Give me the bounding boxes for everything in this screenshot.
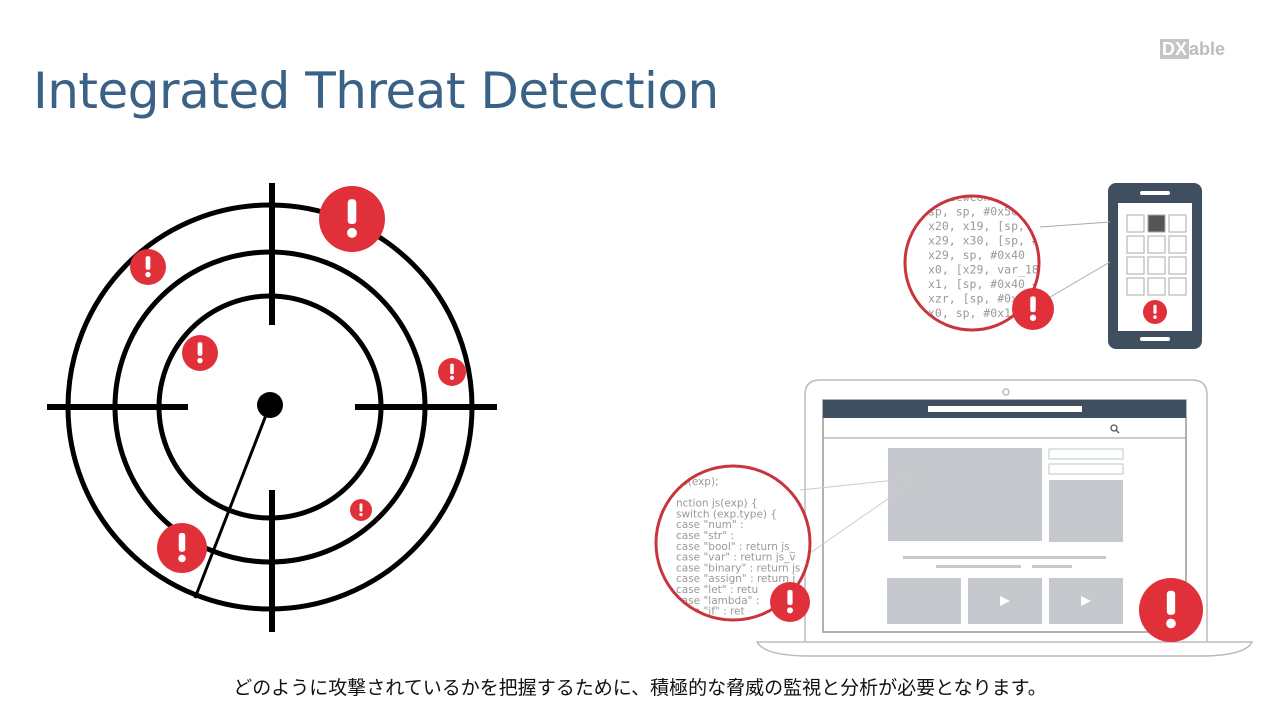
code-line: x0, sp, #0x1 (928, 306, 1011, 320)
web-code-magnifier: .js(exp);nction js(exp) {switch (exp.typ… (654, 464, 812, 622)
subtitle-caption: どのように攻撃されているかを把握するために、積極的な脅威の監視と分析が必要となり… (233, 677, 1047, 699)
page-title: Integrated Threat Detection (33, 62, 719, 120)
code-line: x1, [sp, #0x40 + (928, 277, 1039, 291)
code-line: xzr, [sp, #0x (928, 292, 1018, 306)
code-line: case "num" : (676, 519, 744, 531)
code-line: case "bool" : return js_ (676, 541, 796, 553)
code-line: x20, x19, [sp, #0 (928, 219, 1046, 233)
app-tile (1126, 277, 1145, 296)
alert-icon (1012, 288, 1054, 330)
code-line: x29, sp, #0x40 (928, 248, 1025, 262)
alert-icon (130, 249, 166, 285)
laptop-screen (799, 400, 1186, 624)
alert-icon (157, 523, 207, 573)
play-icon (1000, 596, 1010, 606)
zoom-line (1039, 221, 1111, 228)
code-line: case "binary" : return js (676, 562, 800, 574)
app-tile (1147, 214, 1166, 233)
code-line: case "var" : return js_v (676, 552, 796, 564)
alert-icon (770, 582, 810, 622)
app-tile (1168, 235, 1187, 254)
alert-icon (350, 499, 372, 521)
code-line: x0, [x29, var_18] (928, 263, 1046, 277)
radar-crosshair-icon (47, 183, 497, 632)
code-line: sp, sp, #0x50 , (928, 205, 1032, 219)
code-line: nction js(exp) { (676, 498, 758, 510)
code-line: case "let" : retu (676, 584, 758, 596)
alert-icon (319, 186, 385, 252)
app-tile (1168, 256, 1187, 275)
mobile-phone-icon (1108, 183, 1202, 349)
alert-icon (182, 335, 218, 371)
app-tile (1168, 277, 1187, 296)
code-line: case "str" : (676, 530, 734, 542)
app-tile (1126, 235, 1145, 254)
app-tile (1147, 277, 1166, 296)
app-tile (1147, 235, 1166, 254)
code-line: case "lambda" : (676, 595, 759, 607)
app-tile (1126, 256, 1145, 275)
app-tile (1147, 256, 1166, 275)
alert-icon (1143, 300, 1167, 324)
play-icon (1081, 596, 1091, 606)
app-tile (1168, 214, 1187, 233)
code-line: enViewCont (928, 190, 997, 204)
zoom-line (1039, 261, 1111, 304)
code-line: switch (exp.type) { (676, 508, 777, 520)
code-line: x29, x30, [sp, #0 (928, 234, 1046, 248)
alert-icon (438, 358, 466, 386)
code-line: case "assign" : return j (676, 573, 795, 585)
alert-icon (1139, 578, 1203, 642)
search-icon (1110, 424, 1120, 434)
logo-dx: DX (1160, 39, 1190, 59)
logo-able: able (1189, 39, 1226, 59)
app-tile (1126, 214, 1145, 233)
